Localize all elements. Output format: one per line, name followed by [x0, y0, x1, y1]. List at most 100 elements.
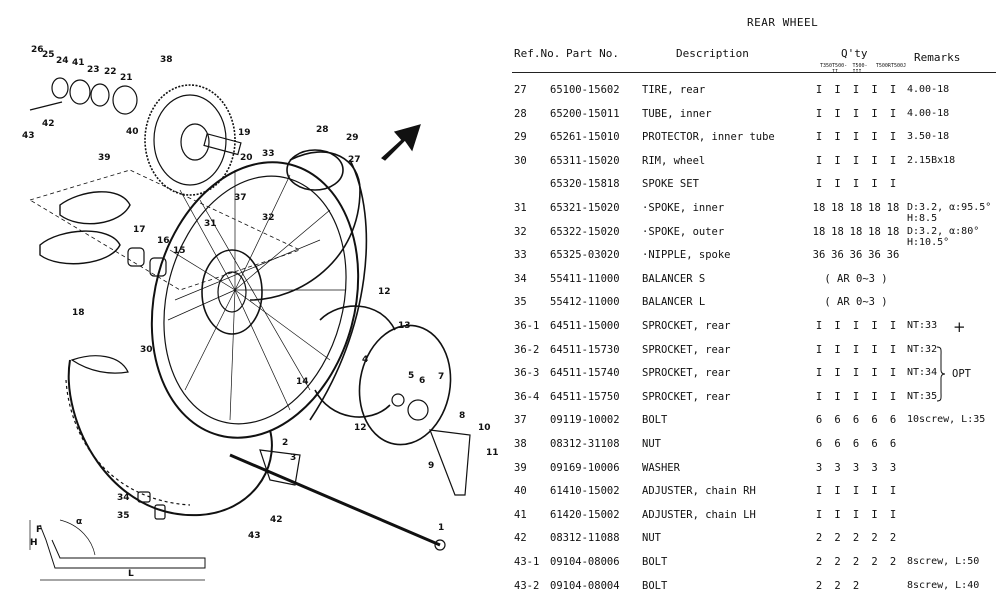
- quantity-cell: I: [815, 154, 823, 167]
- quantity-cell: 3: [889, 461, 897, 474]
- quantity-cell: 18: [849, 202, 863, 214]
- part-callout: 32: [262, 213, 275, 223]
- part-callout: 34: [117, 493, 130, 503]
- part-callout: 5: [408, 371, 414, 381]
- part-callout: 15: [173, 246, 186, 256]
- quantity-cell: I: [889, 390, 897, 403]
- quantity-cell: 2: [834, 579, 841, 592]
- part-callout: 27: [348, 155, 361, 165]
- part-callout: 42: [42, 119, 55, 129]
- part-number: 64511-15750: [550, 390, 620, 403]
- page-title: REAR WHEEL: [747, 16, 819, 29]
- part-number: 65322-15020: [550, 225, 620, 238]
- remarks: 4.00-18: [907, 84, 950, 95]
- description: ·NIPPLE, spoke: [642, 249, 731, 262]
- quantity-cell: I: [852, 367, 860, 380]
- quantity-cell: I: [871, 390, 878, 403]
- quantity-cell: 6: [834, 438, 841, 450]
- part-callout: 13: [398, 321, 411, 331]
- part-callout: 12: [354, 423, 367, 433]
- ref-number: 38: [514, 438, 527, 450]
- remarks-line2: H:8.5: [907, 213, 938, 224]
- quantity-cell: I: [815, 390, 823, 403]
- part-callout: 23: [87, 65, 100, 75]
- header-rule: [512, 72, 996, 73]
- part-callout: 12: [378, 287, 391, 297]
- quantity-cell: 6: [815, 414, 823, 427]
- quantity-cell: 6: [852, 414, 860, 427]
- part-callout: 26: [31, 45, 44, 55]
- quantity-cell: I: [871, 84, 878, 96]
- description: BOLT: [642, 414, 668, 427]
- part-callout: 24: [56, 56, 69, 66]
- part-callout: 2: [282, 438, 288, 448]
- model-label: T350: [820, 63, 833, 69]
- quantity-cell: 2: [834, 556, 841, 568]
- description: ·SPOKE, outer: [642, 225, 725, 238]
- description: TUBE, inner: [642, 107, 712, 120]
- ref-number: 35: [514, 296, 527, 309]
- model-subheader: T350 T500-II T500-III T500R T500J: [820, 63, 906, 75]
- quantity-cell: I: [852, 178, 860, 191]
- quantity-cell: 2: [852, 579, 860, 592]
- ref-number: 29: [514, 131, 527, 144]
- ref-number: 36-2: [514, 343, 540, 356]
- ref-number: 37: [514, 414, 527, 427]
- part-callout: 17: [133, 225, 146, 235]
- part-callout: 22: [104, 67, 117, 77]
- quantity-cell: 36: [831, 249, 844, 262]
- part-callout: 18: [72, 308, 85, 318]
- parts-table: REAR WHEEL Ref.No. Part No. Description …: [508, 0, 998, 602]
- model-label: T500-II: [832, 63, 848, 75]
- ref-number: 40: [514, 485, 527, 498]
- quantity-cell: 2: [815, 556, 823, 568]
- part-number: 08312-31108: [550, 438, 620, 450]
- part-callout: 40: [126, 127, 139, 137]
- description: BOLT: [642, 556, 668, 568]
- remarks: 8screw, L:40: [907, 579, 980, 591]
- part-number: 55412-11000: [550, 296, 620, 309]
- col-header-ref: Ref.No.: [514, 47, 561, 60]
- quantity-cell: I: [834, 154, 841, 167]
- quantity-cell: I: [815, 84, 823, 96]
- part-number: 65261-15010: [550, 131, 620, 144]
- quantity-cell: 6: [834, 414, 841, 427]
- description: NUT: [642, 532, 661, 545]
- quantity-cell: 6: [815, 438, 823, 450]
- handwritten-mark: +: [953, 318, 966, 336]
- quantity-cell: 3: [815, 461, 823, 474]
- quantity-cell: 36: [886, 249, 900, 262]
- remarks: D:3.2, α:95.5°: [907, 202, 992, 213]
- model-label: T500R: [875, 63, 891, 69]
- description: SPROCKET, rear: [642, 343, 731, 356]
- quantity-cell: I: [871, 178, 878, 191]
- quantity-cell: 6: [871, 414, 878, 427]
- description: BALANCER L: [642, 296, 706, 309]
- quantity-cell: I: [871, 508, 878, 521]
- quantity-cell: 6: [889, 414, 897, 427]
- ref-number: 43-2: [514, 579, 540, 592]
- part-callout: 1: [438, 523, 444, 533]
- quantity-cell: 18: [831, 202, 844, 214]
- opt-label: OPT: [952, 368, 971, 380]
- quantity-cell: I: [834, 485, 841, 498]
- description: RIM, wheel: [642, 154, 706, 167]
- remarks: NT:32: [907, 343, 938, 355]
- ref-number: 43-1: [514, 556, 540, 568]
